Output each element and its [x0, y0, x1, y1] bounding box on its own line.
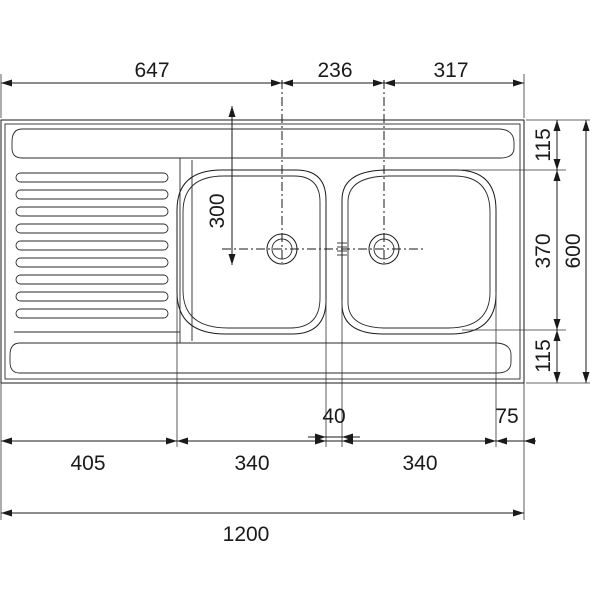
sink-inner-edge	[4, 123, 521, 380]
arrowhead	[315, 437, 326, 445]
arrowhead	[513, 79, 524, 87]
dim-340-right: 340	[402, 452, 437, 475]
arrowhead	[582, 372, 590, 383]
drainer-ribs	[15, 172, 169, 319]
arrowhead	[553, 170, 561, 181]
dim-647: 647	[134, 59, 169, 82]
drainer-rib	[15, 172, 169, 183]
drainer-rib	[15, 189, 169, 200]
arrowhead	[485, 437, 496, 445]
right-bowl-inner	[347, 175, 491, 329]
centerlines	[222, 80, 424, 263]
arrowhead	[1, 509, 12, 517]
drainer-rib	[15, 206, 169, 217]
arrowhead	[582, 120, 590, 131]
bowl-depth-dimension: 300	[206, 106, 236, 265]
dim-317: 317	[433, 59, 468, 82]
right-bowl-outer	[341, 169, 497, 335]
right-dimensions: 115 370 115 600	[462, 119, 590, 384]
arrowhead	[553, 319, 561, 330]
dim-405: 405	[70, 452, 105, 475]
dim-1200: 1200	[223, 523, 270, 546]
sink-outer-edge	[0, 119, 525, 384]
left-bowl	[176, 169, 327, 335]
right-bowl	[341, 169, 497, 335]
arrowhead	[373, 79, 384, 87]
top-rim	[11, 128, 515, 159]
dim-340-left: 340	[234, 452, 269, 475]
arrowhead	[496, 437, 507, 445]
arrowhead	[166, 437, 177, 445]
arrowhead	[384, 79, 395, 87]
drainer-rib	[15, 308, 169, 319]
drainer-rib	[15, 291, 169, 302]
overall-dimension: 1200	[1, 509, 524, 546]
bottom-rim	[9, 342, 512, 374]
dim-115-bottom: 115	[532, 339, 555, 372]
lower-extensions	[0, 292, 525, 520]
arrowhead	[228, 106, 236, 117]
arrowhead	[342, 437, 353, 445]
arrowhead	[553, 372, 561, 383]
arrowhead	[1, 437, 12, 445]
arrowhead	[553, 120, 561, 131]
dim-75: 75	[495, 405, 518, 428]
arrowhead	[513, 509, 524, 517]
arrowhead	[177, 437, 188, 445]
left-bowl-inner	[182, 175, 321, 329]
drainer-rib	[15, 274, 169, 285]
dim-236: 236	[317, 59, 352, 82]
arrowhead	[228, 254, 236, 265]
arrowhead	[524, 437, 535, 445]
dim-115-top: 115	[532, 128, 555, 161]
sink-body	[0, 119, 525, 384]
left-bowl-outer	[176, 169, 327, 335]
arrowhead	[553, 330, 561, 341]
dim-40: 40	[322, 405, 345, 428]
dim-600: 600	[562, 233, 585, 268]
top-dimension: 647 236 317	[0, 59, 525, 118]
dim-370: 370	[532, 233, 555, 268]
arrowhead	[282, 79, 293, 87]
drainer-rib	[15, 257, 169, 268]
arrowhead	[553, 159, 561, 170]
gap-dimensions: 40 75	[308, 405, 519, 441]
drainer-rib	[15, 223, 169, 234]
bottom-dimension: 405 340 340	[1, 437, 536, 475]
dim-300: 300	[206, 193, 229, 228]
arrowhead	[271, 79, 282, 87]
arrowhead	[1, 79, 12, 87]
drainer-rib	[15, 240, 169, 251]
